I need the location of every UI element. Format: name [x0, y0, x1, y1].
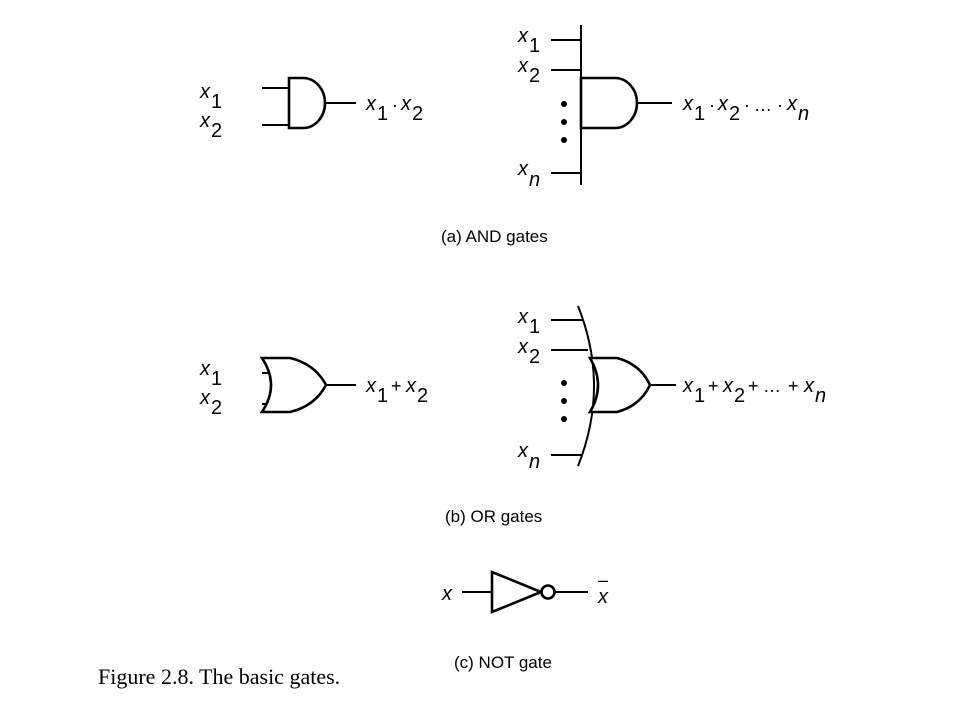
caption-not-gate: (c) NOT gate	[454, 653, 552, 672]
and2-input-2-var: x	[199, 110, 211, 132]
orn-output-sub-c: n	[815, 385, 826, 407]
orn-input-1-sub: 1	[529, 316, 540, 338]
orn-output-plus-1: +	[708, 376, 719, 396]
andn-ellipsis-dot	[561, 101, 567, 107]
or2-output-sub-b: 2	[417, 385, 428, 407]
orn-ellipsis-dot	[561, 416, 567, 422]
orn-output-ellipsis: …	[763, 376, 781, 396]
or2-input-2-var: x	[199, 387, 211, 409]
or2-labels: x 1 x 2 x 1 + x 2	[199, 358, 428, 419]
or2-output-sub-a: 1	[377, 385, 388, 407]
and2-labels: x 1 x 2 x 1 · x 2	[199, 81, 423, 142]
orn-input-n-sub: n	[529, 451, 540, 473]
andn-output-dot-3: ·	[777, 95, 783, 115]
andn-output-dot-2: ·	[744, 95, 750, 115]
andn-labels: x 1 x 2 x n x 1 · x 2 · … · x n	[517, 25, 809, 191]
orn-ellipsis-dot	[561, 398, 567, 404]
andn-output-sub-a: 1	[694, 103, 705, 125]
andn-input-1-var: x	[517, 25, 529, 47]
andn-output-ellipsis: …	[754, 95, 772, 115]
and2-input-1-var: x	[199, 81, 211, 103]
orn-output-plus-2: +	[748, 376, 759, 396]
and2-output-var-b: x	[400, 93, 412, 115]
andn-output-var-c: x	[786, 93, 798, 115]
and2-output-var-a: x	[365, 93, 377, 115]
andn-output-var-b: x	[717, 93, 729, 115]
and2-output-sub-b: 2	[412, 103, 423, 125]
not-gate	[462, 570, 588, 614]
not-gate-triangle	[490, 570, 545, 614]
or-gate-n-input	[551, 305, 676, 467]
orn-output-sub-b: 2	[734, 385, 745, 407]
andn-input-2-sub: 2	[529, 65, 540, 87]
or-gate-2-input	[259, 356, 356, 414]
not-gate-bubble	[540, 584, 556, 600]
orn-output-sub-a: 1	[694, 385, 705, 407]
or2-gate-body	[259, 356, 328, 414]
andn-ellipsis-dot	[561, 119, 567, 125]
and2-output-dot: ·	[392, 95, 398, 115]
or2-output-plus: +	[391, 376, 402, 396]
or2-output-var-b: x	[405, 375, 417, 397]
and-gate-2-input	[262, 76, 356, 130]
orn-output-var-b: x	[722, 375, 734, 397]
andn-output-sub-b: 2	[729, 103, 740, 125]
andn-ellipsis-dot	[561, 137, 567, 143]
not-output-bar: –	[598, 570, 608, 590]
not-output-var: x	[597, 586, 609, 608]
andn-input-2-var: x	[517, 55, 529, 77]
or2-input-2-sub: 2	[211, 397, 222, 419]
and2-output-sub-a: 1	[377, 103, 388, 125]
andn-output-dot-1: ·	[709, 95, 715, 115]
andn-input-n-var: x	[517, 158, 529, 180]
and-gate-n-input	[551, 25, 672, 185]
caption-and-gates: (a) AND gates	[441, 227, 548, 246]
or2-output-var-a: x	[365, 375, 377, 397]
orn-ellipsis-dot	[561, 380, 567, 386]
orn-input-1-var: x	[517, 306, 529, 328]
andn-output-sub-c: n	[798, 103, 809, 125]
not-input-var: x	[441, 583, 453, 605]
andn-input-1-sub: 1	[529, 35, 540, 57]
orn-input-bus-curve	[577, 305, 595, 467]
andn-output-var-a: x	[682, 93, 694, 115]
orn-input-2-sub: 2	[529, 346, 540, 368]
andn-gate-body	[579, 76, 639, 130]
orn-output-plus-3: +	[788, 376, 799, 396]
caption-or-gates: (b) OR gates	[445, 507, 542, 526]
orn-gate-body	[587, 356, 652, 414]
orn-output-var-c: x	[803, 375, 815, 397]
orn-output-var-a: x	[682, 375, 694, 397]
or2-input-1-var: x	[199, 358, 211, 380]
orn-input-2-var: x	[517, 336, 529, 358]
andn-input-n-sub: n	[529, 169, 540, 191]
or2-input-1-sub: 1	[211, 368, 222, 390]
orn-labels: x 1 x 2 x n x 1 + x 2 + … + x n	[517, 306, 826, 473]
and2-gate-body	[287, 76, 327, 130]
orn-input-n-var: x	[517, 440, 529, 462]
and2-input-1-sub: 1	[211, 91, 222, 113]
figure-title: Figure 2.8. The basic gates.	[98, 664, 340, 689]
and2-input-2-sub: 2	[211, 120, 222, 142]
